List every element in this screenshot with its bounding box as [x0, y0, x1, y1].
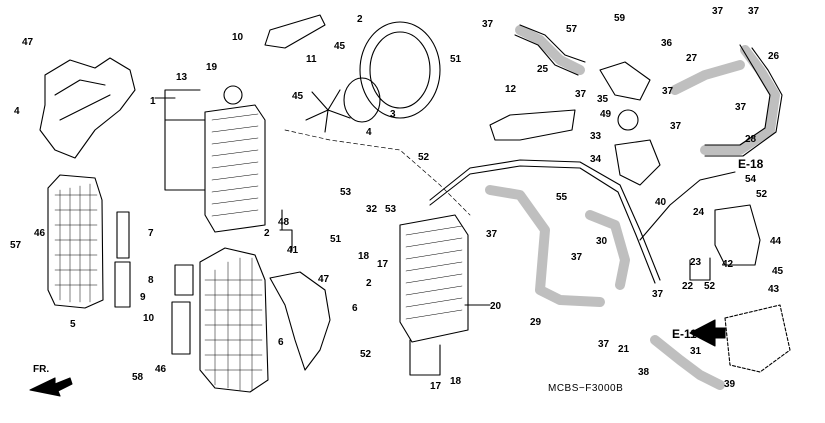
callout-52-a: 52 — [756, 189, 768, 200]
shroud-upper-left — [39, 57, 136, 159]
callout-4: 4 — [366, 127, 372, 138]
callout-31: 31 — [690, 346, 702, 357]
callout-22: 22 — [682, 281, 694, 292]
callout-28: 28 — [745, 134, 757, 145]
callout-18-a: 18 — [358, 251, 370, 262]
callout-37-a: 37 — [482, 19, 494, 30]
callout-33: 33 — [590, 131, 602, 142]
callout-48: 48 — [278, 217, 290, 228]
callout-2-c: 2 — [366, 278, 372, 289]
callout-18-b: 18 — [450, 376, 462, 387]
callout-37-b: 37 — [575, 89, 587, 100]
callout-37-e: 37 — [662, 86, 674, 97]
radiator-left — [204, 104, 266, 233]
callout-17-a: 17 — [377, 259, 389, 270]
callout-1: 1 — [150, 96, 156, 107]
callout-37-d: 37 — [748, 6, 760, 17]
callout-23: 23 — [690, 257, 702, 268]
callout-29: 29 — [530, 317, 542, 328]
section-ref-e18[interactable]: E-18 — [738, 157, 764, 171]
callout-49: 49 — [600, 109, 612, 120]
callout-47: 47 — [22, 37, 34, 48]
diagram-code: MCBS−F3000B — [548, 383, 624, 394]
callout-15: 12 — [505, 84, 517, 95]
callout-46-b: 46 — [155, 364, 167, 375]
callout-53-a: 53 — [340, 187, 352, 198]
callout-45-a: 45 — [292, 91, 304, 102]
callout-41: 42 — [722, 259, 734, 270]
callout-5: 5 — [70, 319, 76, 330]
shroud-lower-left — [47, 174, 104, 309]
direction-label: FR. — [33, 364, 50, 375]
callout-39: 40 — [655, 197, 667, 208]
callout-53-b: 53 — [385, 204, 397, 215]
callout-58: 59 — [614, 13, 626, 24]
callout-57-b: 58 — [132, 372, 144, 383]
callout-3: 3 — [390, 109, 396, 120]
callout-6: 6 — [278, 337, 284, 348]
callout-37-c: 37 — [712, 6, 724, 17]
callout-10: 8 — [148, 275, 154, 286]
radiator-right — [399, 214, 469, 343]
callout-40: 41 — [287, 245, 299, 256]
callout-8: 6 — [352, 303, 358, 314]
callout-16: 13 — [176, 72, 188, 83]
callout-20: 20 — [490, 301, 502, 312]
callout-37-g: 37 — [670, 121, 682, 132]
callout-45-b: 45 — [334, 41, 346, 52]
callout-36: 36 — [661, 38, 673, 49]
callout-38-a: 38 — [638, 367, 650, 378]
callout-47-b: 47 — [318, 274, 330, 285]
callout-21: 21 — [618, 344, 630, 355]
callout-50: 51 — [450, 54, 462, 65]
callout-52-c: 52 — [418, 152, 430, 163]
callout-37-h: 37 — [486, 229, 498, 240]
callout-37-k: 37 — [598, 339, 610, 350]
callout-56: 57 — [566, 24, 578, 35]
callout-2-a: 2 — [357, 14, 363, 25]
callout-2-b: 2 — [264, 228, 270, 239]
callout-37-i: 37 — [571, 252, 583, 263]
callout-55: 55 — [556, 192, 568, 203]
callout-42: 43 — [768, 284, 780, 295]
callout-32: 32 — [366, 204, 378, 215]
callout-34: 34 — [590, 154, 602, 165]
callout-19: 19 — [206, 62, 218, 73]
callout-37-f: 37 — [735, 102, 747, 113]
callout-26: 26 — [768, 51, 780, 62]
callout-24: 24 — [693, 207, 705, 218]
callout-44: 45 — [772, 266, 784, 277]
callout-13: 10 — [232, 32, 244, 43]
callout-35: 35 — [597, 94, 609, 105]
callout-38-b: 39 — [724, 379, 736, 390]
section-ref-e11[interactable]: E-11 — [672, 327, 697, 341]
callout-25: 25 — [537, 64, 549, 75]
callout-9: 7 — [148, 228, 154, 239]
callout-27: 27 — [686, 53, 698, 64]
callout-17-b: 17 — [430, 381, 442, 392]
callout-7: 4 — [14, 106, 20, 117]
callout-12: 10 — [143, 313, 155, 324]
callout-30: 30 — [596, 236, 608, 247]
callout-43: 44 — [770, 236, 782, 247]
callout-46-a: 46 — [34, 228, 46, 239]
callout-54: 54 — [745, 174, 757, 185]
callout-52-b: 52 — [704, 281, 716, 292]
shroud-lower-right — [199, 247, 269, 393]
callout-37-j: 37 — [652, 289, 664, 300]
callout-51-b: 52 — [360, 349, 372, 360]
callout-51-a: 51 — [330, 234, 342, 245]
callout-14: 11 — [306, 54, 317, 65]
callout-57-a: 57 — [10, 240, 22, 251]
callout-11: 9 — [140, 292, 146, 303]
